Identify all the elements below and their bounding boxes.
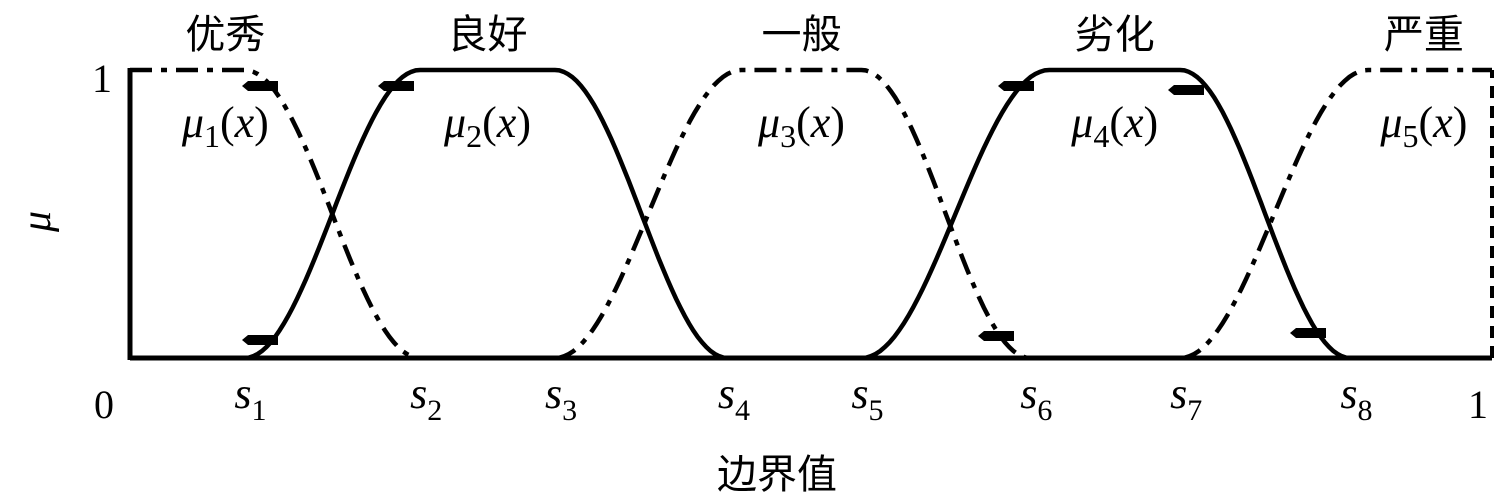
marker-1 (242, 81, 278, 91)
x-tick-1: 1 (1468, 382, 1488, 427)
x-axis-label: 边界值 (717, 452, 837, 498)
category-label-5: 严重 (1384, 12, 1464, 58)
x-tick-s2: s2 (410, 369, 442, 427)
curve-mu3 (554, 67, 1031, 361)
markers (242, 81, 1326, 345)
mu-label-4: μ4(x) (1070, 98, 1158, 154)
x-tick-s4: s4 (718, 369, 750, 427)
x-tick-s8: s8 (1340, 369, 1372, 427)
marker-5 (1168, 85, 1204, 95)
marker-3 (242, 335, 278, 345)
mu-label-5: μ5(x) (1379, 98, 1467, 154)
x-tick-s7: s7 (1170, 369, 1202, 427)
x-tick-s5: s5 (851, 369, 883, 427)
category-label-4: 劣化 (1075, 12, 1155, 58)
y-tick-1: 1 (92, 56, 112, 101)
marker-4 (998, 81, 1034, 91)
x-tick-s6: s6 (1020, 369, 1052, 427)
curve-mu2 (244, 67, 729, 361)
x-tick-s1: s1 (234, 369, 266, 427)
axes (127, 68, 1494, 361)
category-label-1: 优秀 (185, 12, 265, 58)
curves: 优秀 μ1(x) 良好 μ2(x) 一般 μ3(x) 劣化 μ4(x) 严重 μ5(x) s1 s2 s… (130, 12, 1492, 427)
marker-6 (978, 331, 1014, 341)
labels: 1 0 1 μ 边界值 (14, 56, 1488, 498)
category-label-2: 良好 (448, 12, 528, 58)
marker-7 (1290, 328, 1326, 338)
x-tick-s3: s3 (545, 369, 577, 427)
marker-2 (378, 81, 414, 91)
mu-label-3: μ3(x) (757, 98, 845, 154)
mu-label-1: μ1(x) (181, 98, 269, 154)
x-tick-0: 0 (94, 382, 114, 427)
y-axis-label: μ (14, 211, 60, 233)
category-label-3: 一般 (761, 12, 841, 58)
curve-mu5 (1179, 67, 1492, 361)
curve-mu4 (861, 67, 1351, 361)
mu-label-2: μ2(x) (443, 98, 531, 154)
